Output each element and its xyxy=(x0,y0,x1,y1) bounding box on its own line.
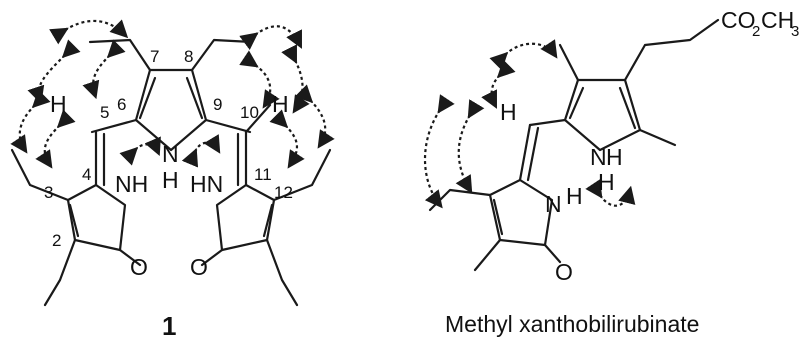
ester-sub2: 2 xyxy=(752,23,760,40)
noe-arrow xyxy=(481,59,516,109)
noe-arrow xyxy=(239,50,280,109)
locant-12: 12 xyxy=(274,183,293,202)
locant-2: 2 xyxy=(52,231,61,250)
atom-nh-left: NH xyxy=(115,171,148,197)
atom-h-pyrrole-bottom: H xyxy=(598,169,615,195)
noe-arrow xyxy=(455,99,485,194)
atom-n-pyrrole: N xyxy=(590,144,607,170)
noe-arrow xyxy=(35,109,76,169)
atom-h-lactam: H xyxy=(566,183,583,209)
atom-h-meso: H xyxy=(500,99,517,125)
atom-n-bridge: N xyxy=(162,141,179,167)
noe-arrow xyxy=(10,89,51,154)
noe-arrow xyxy=(281,44,310,114)
atom-n-lactam: N xyxy=(545,191,562,217)
locant-10: 10 xyxy=(240,103,259,122)
noe-arrow xyxy=(585,179,636,207)
locant-7: 7 xyxy=(150,47,159,66)
locant-4: 4 xyxy=(82,165,91,184)
noe-arrow xyxy=(82,39,126,100)
compound-2-label: Methyl xanthobilirubinate xyxy=(445,311,699,337)
noe-arrow xyxy=(119,136,161,166)
compound-1-structure: N H NH HN O O H H 2 3 4 5 6 7 8 9 10 11 … xyxy=(10,19,335,341)
locant-3: 3 xyxy=(44,183,53,202)
compound-1-label: 1 xyxy=(162,311,176,341)
atom-h-pyrrole: H xyxy=(606,144,623,170)
noe-arrow xyxy=(49,19,129,45)
atom-hn-right: HN xyxy=(190,171,223,197)
ester-ch: CH xyxy=(761,7,794,33)
locant-5: 5 xyxy=(100,103,109,122)
locant-8: 8 xyxy=(184,47,193,66)
noe-arrow xyxy=(489,39,558,71)
noe-arrow xyxy=(239,25,302,50)
ester-sub3: 3 xyxy=(791,23,799,40)
noe-arrow xyxy=(294,84,335,149)
compound-2-structure: CO 2 CH 3 H N H H N H O Methyl xanthobil… xyxy=(424,7,799,337)
atom-o-right: O xyxy=(190,254,208,280)
ester-co: CO xyxy=(721,7,756,33)
atom-o-left: O xyxy=(130,254,148,280)
atom-h-bridge: H xyxy=(162,167,179,193)
noe-arrow xyxy=(181,134,221,168)
locant-9: 9 xyxy=(213,95,222,114)
atom-o-lactam: O xyxy=(555,259,573,285)
atom-h10: H xyxy=(272,91,289,117)
noe-arrow xyxy=(424,94,455,209)
locant-11: 11 xyxy=(254,165,272,184)
atom-h5: H xyxy=(50,91,67,117)
locant-6: 6 xyxy=(117,95,126,114)
noe-arrow xyxy=(269,109,305,169)
